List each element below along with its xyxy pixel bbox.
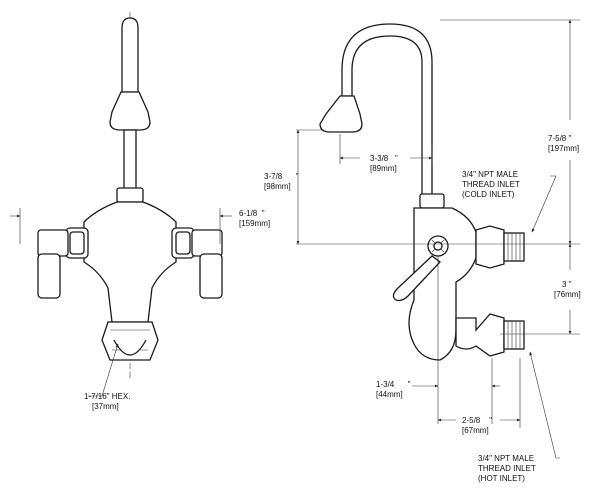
dim-value: 3-3/8 <box>370 154 389 163</box>
side-spout-collar <box>419 193 445 209</box>
side-aerator <box>319 95 363 133</box>
dim-metric: [67mm] <box>462 426 489 435</box>
dim-mark: " <box>295 172 299 181</box>
dim-mark: " <box>568 280 572 289</box>
dim-hex-nut: 1-7/16" HEX. [37mm] <box>84 392 130 412</box>
front-right-bonnet-inner <box>175 231 191 255</box>
dim-body-offset: 1-3/4 " [44mm] <box>376 380 410 400</box>
callout-line: THREAD INLET <box>462 180 520 189</box>
callout-line: (HOT INLET) <box>478 474 525 483</box>
dim-inlet-offset: 6-1/8 " [159mm] <box>239 209 270 229</box>
front-right-handle-base <box>191 229 223 257</box>
dim-metric: [98mm] <box>264 182 291 191</box>
front-spout-tube <box>121 17 139 93</box>
front-body <box>83 201 177 323</box>
front-left-handle-base <box>37 229 69 257</box>
dim-mark: " <box>568 134 572 143</box>
front-right-lever-handle <box>199 253 223 299</box>
side-view <box>296 19 580 459</box>
callout-line: 3/4" NPT MALE <box>478 454 535 463</box>
dim-metric: [37mm] <box>92 402 119 411</box>
dim-metric: [159mm] <box>239 219 271 228</box>
hot-inlet-leader <box>529 351 560 459</box>
dim-mark: " <box>407 380 411 389</box>
dim-value: 2-5/8 <box>462 416 481 425</box>
side-hot-inlet-thread <box>503 320 525 350</box>
dim-value: 6-1/8 <box>239 209 258 218</box>
front-left-bonnet-inner <box>69 231 85 255</box>
dim-spout-height: 3-7/8 " [98mm] <box>264 172 298 192</box>
dim-metric: [197mm] <box>548 144 580 153</box>
dim-value: 1-3/4 <box>376 380 395 389</box>
callout-line: THREAD INLET <box>478 464 536 473</box>
dim-metric: [76mm] <box>554 290 581 299</box>
dim-mark: " <box>261 209 265 218</box>
side-cold-inlet-thread <box>503 232 525 262</box>
front-spout-collar <box>116 187 144 203</box>
front-riser <box>123 129 137 191</box>
side-lever-handle <box>392 255 441 302</box>
hex-leader <box>88 343 119 397</box>
callout-hot-inlet: 3/4" NPT MALE THREAD INLET (HOT INLET) <box>478 454 536 484</box>
dim-value: 3-7/8 <box>264 172 283 181</box>
dim-inlet-spacing: 3 " [76mm] <box>554 280 581 300</box>
dim-metric: [89mm] <box>370 164 397 173</box>
front-left-lever-handle <box>37 253 61 299</box>
callout-line: (COLD INLET) <box>462 190 515 199</box>
dim-metric: [44mm] <box>376 390 403 399</box>
callout-cold-inlet: 3/4" NPT MALE THREAD INLET (COLD INLET) <box>462 170 520 200</box>
side-cold-inlet-hex <box>475 225 505 269</box>
dim-inlet-depth: 2-5/8 " [67mm] <box>462 416 492 436</box>
callout-line: 3/4" NPT MALE <box>462 170 519 179</box>
dim-value: 3 <box>562 280 567 289</box>
dim-overall-height: 7-5/8 " [197mm] <box>548 134 579 154</box>
front-aerator <box>109 91 151 131</box>
cold-inlet-leader <box>531 175 557 233</box>
front-view <box>10 12 232 397</box>
side-hot-inlet-hex <box>455 313 505 357</box>
dim-value: 7-5/8 <box>548 134 567 143</box>
dim-spout-reach: 3-3/8 " [89mm] <box>370 154 398 174</box>
side-body <box>408 207 477 361</box>
dim-mark: " <box>394 154 398 163</box>
dim-value: 1-7/16" HEX. <box>84 392 131 401</box>
dim-mark: " <box>489 416 492 425</box>
